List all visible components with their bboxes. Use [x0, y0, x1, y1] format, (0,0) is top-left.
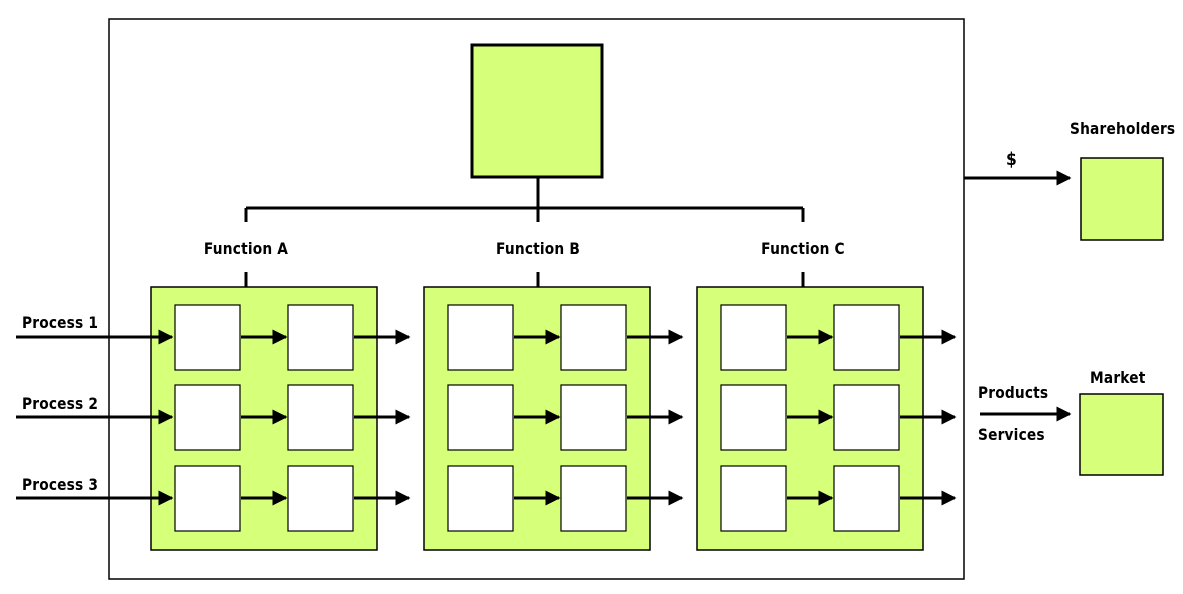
step-box-a-3-2	[287, 465, 354, 532]
dollar-label: $	[1006, 149, 1017, 170]
step-box-b-1-2	[560, 304, 627, 371]
process-1-label: Process 1	[22, 313, 99, 332]
step-box-a-3-1	[174, 465, 241, 532]
step-box-c-1-2	[833, 304, 900, 371]
shareholders-box	[1080, 157, 1164, 241]
market-label: Market	[1090, 368, 1146, 387]
step-box-b-3-1	[447, 465, 514, 532]
function-b-label: Function B	[495, 239, 581, 258]
shareholders-label: Shareholders	[1070, 119, 1176, 138]
function-a-label: Function A	[203, 239, 289, 258]
services-label: Services	[978, 425, 1045, 444]
step-box-b-3-2	[560, 465, 627, 532]
process-2-label: Process 2	[22, 394, 99, 413]
step-box-c-2-2	[833, 384, 900, 451]
function-c-label: Function C	[761, 239, 845, 258]
step-box-c-1-1	[720, 304, 787, 371]
market-box	[1079, 393, 1164, 476]
step-box-b-2-1	[447, 384, 514, 451]
flow-arrows	[16, 170, 1072, 506]
step-box-a-2-2	[287, 384, 354, 451]
step-box-a-2-1	[174, 384, 241, 451]
step-box-b-2-2	[560, 384, 627, 451]
management-box	[470, 43, 604, 179]
products-label: Products	[978, 383, 1049, 402]
step-box-c-3-2	[833, 465, 900, 532]
org-connectors	[244, 177, 805, 287]
step-box-a-1-2	[287, 304, 354, 371]
step-box-b-1-1	[447, 304, 514, 371]
process-3-label: Process 3	[22, 475, 99, 494]
step-box-c-3-1	[720, 465, 787, 532]
step-box-a-1-1	[174, 304, 241, 371]
step-box-c-2-1	[720, 384, 787, 451]
